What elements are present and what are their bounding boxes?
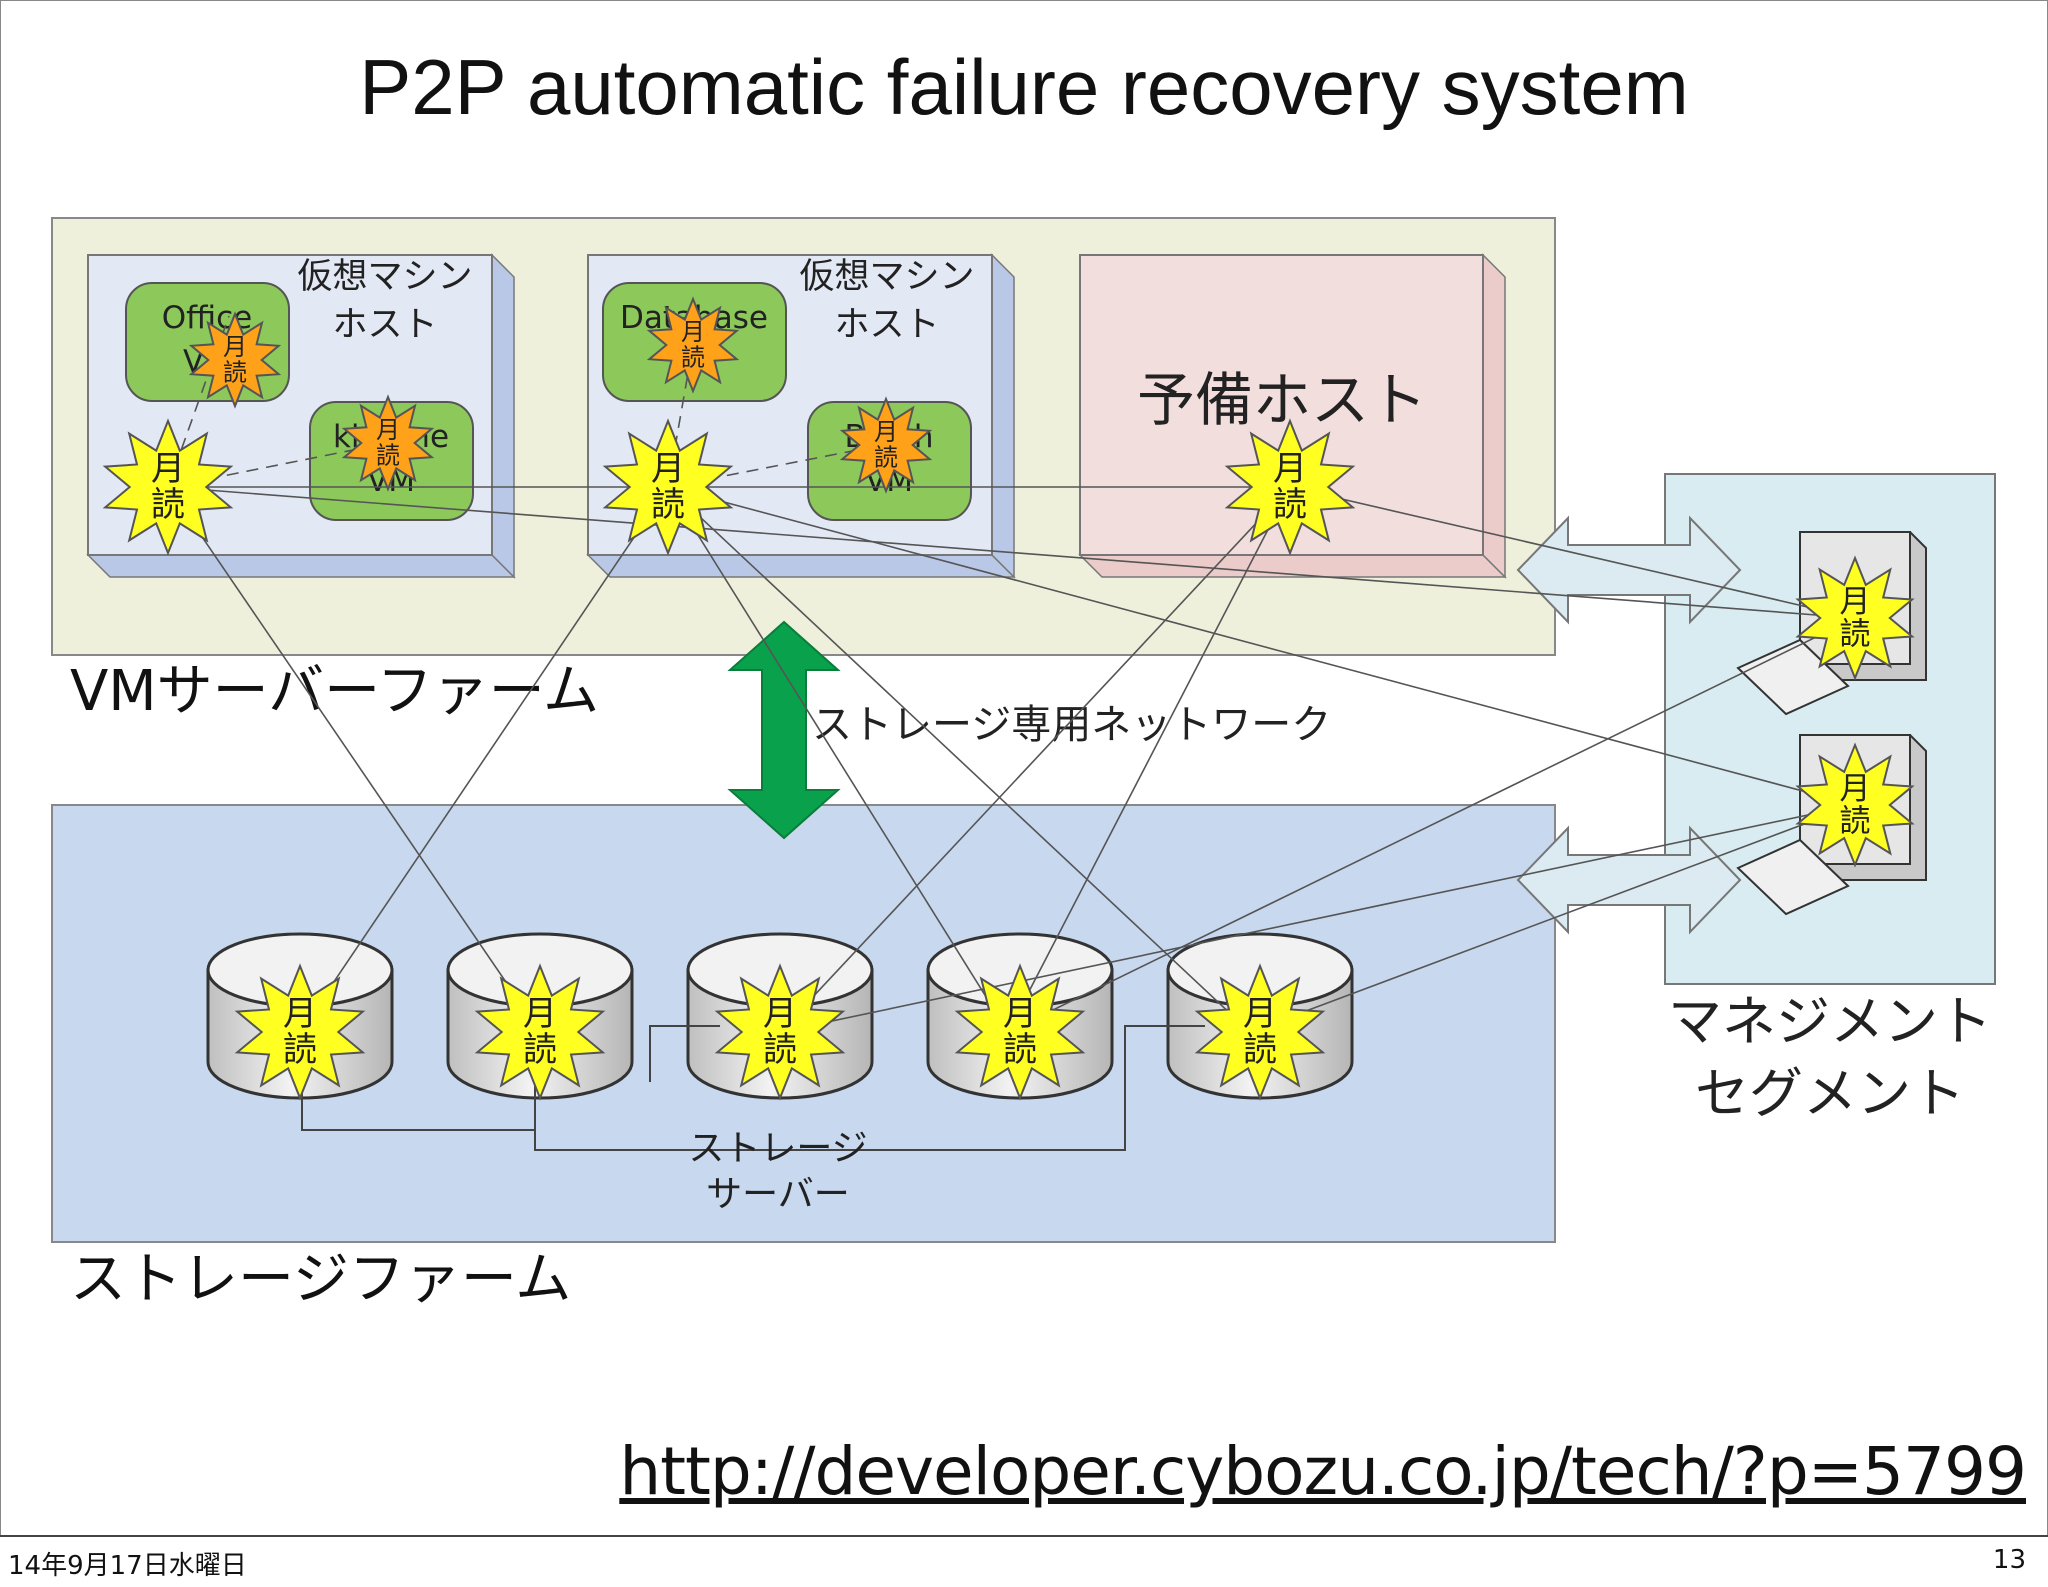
agent-glyph-top: 月 [1273, 449, 1307, 489]
spare-host-label: 予備ホスト [1137, 366, 1427, 434]
agent-glyph-bottom: 読 [283, 1030, 317, 1070]
agent-glyph-bottom: 読 [376, 441, 400, 469]
storage-farm-management-arrow [1516, 825, 1742, 935]
management-label-line1: マネジメント [1668, 990, 1992, 1053]
agent-glyph-bottom: 読 [223, 358, 247, 386]
agent-glyph-top: 月 [763, 994, 797, 1034]
agent-star-icon: 月読 [954, 963, 1086, 1101]
storage-server-label-line1: ストレージ [688, 1128, 867, 1169]
host-2-label-line1: 仮想マシン [799, 257, 974, 297]
agent-star-icon: 月読 [646, 296, 740, 394]
p2p-connections [167, 315, 1856, 1033]
agent-glyph-top: 月 [1243, 994, 1277, 1034]
agent-star-icon: 月読 [234, 963, 366, 1101]
agent-star-icon: 月読 [1194, 963, 1326, 1101]
agent-glyph-bottom: 読 [681, 343, 705, 371]
storage-network-arrow [727, 620, 841, 840]
vm-farm-management-arrow [1516, 515, 1742, 625]
agent-glyph-bottom: 読 [1243, 1030, 1277, 1070]
agent-star-icon: 月読 [1795, 555, 1915, 681]
vm-office: Office VM [125, 282, 290, 402]
agent-glyph-bottom: 読 [1273, 485, 1307, 525]
agent-glyph-top: 月 [283, 994, 317, 1034]
agent-glyph-bottom: 読 [874, 443, 898, 471]
agent-glyph-bottom: 読 [523, 1030, 557, 1070]
agent-star-icon: 月読 [714, 963, 846, 1101]
agent-glyph-top: 月 [223, 333, 247, 361]
agent-star-icon: 月読 [839, 396, 933, 494]
agent-glyph-top: 月 [681, 318, 705, 346]
agent-star-icon: 月読 [602, 418, 734, 556]
agent-glyph-bottom: 読 [1840, 616, 1871, 652]
agent-glyph-bottom: 読 [1003, 1030, 1037, 1070]
agent-glyph-top: 月 [523, 994, 557, 1034]
agent-glyph-bottom: 読 [1840, 803, 1871, 839]
agent-glyph-bottom: 読 [651, 485, 685, 525]
footer-rule [0, 1535, 2048, 1537]
agent-glyph-top: 月 [151, 449, 185, 489]
management-label-line2: セグメント [1695, 1062, 1965, 1125]
agent-glyph-top: 月 [651, 449, 685, 489]
storage-farm-label: ストレージファーム [70, 1247, 571, 1312]
agent-star-icon: 月読 [341, 394, 435, 492]
agent-star-icon: 月読 [1224, 418, 1356, 556]
agent-star-icon: 月読 [1795, 742, 1915, 868]
footer-date: 14年9月17日水曜日 [8, 1551, 247, 1581]
host-1-label-line2: ホスト [332, 305, 437, 345]
agent-star-icon: 月読 [188, 311, 282, 409]
agent-glyph-top: 月 [1840, 584, 1871, 620]
agent-glyph-bottom: 読 [763, 1030, 797, 1070]
host-2-label-line2: ホスト [834, 305, 939, 345]
agent-glyph-top: 月 [874, 418, 898, 446]
agent-glyph-bottom: 読 [151, 485, 185, 525]
agent-star-icon: 月読 [474, 963, 606, 1101]
agent-star-icon: 月読 [102, 418, 234, 556]
page-number: 13 [1992, 1545, 2026, 1575]
spare-host: 予備ホスト [1078, 253, 1507, 579]
slide-title: P2P automatic failure recovery system [359, 43, 1689, 131]
vm-farm-label: VMサーバーファーム [70, 659, 599, 724]
source-url-link[interactable]: http://developer.cybozu.co.jp/tech/?p=57… [619, 1433, 2027, 1510]
agent-glyph-top: 月 [376, 416, 400, 444]
storage-network-label: ストレージ専用ネットワーク [812, 702, 1331, 748]
agent-glyph-top: 月 [1840, 771, 1871, 807]
agent-glyph-top: 月 [1003, 994, 1037, 1034]
storage-server-label-line2: サーバー [706, 1174, 850, 1215]
host-1-label-line1: 仮想マシン [297, 257, 472, 297]
